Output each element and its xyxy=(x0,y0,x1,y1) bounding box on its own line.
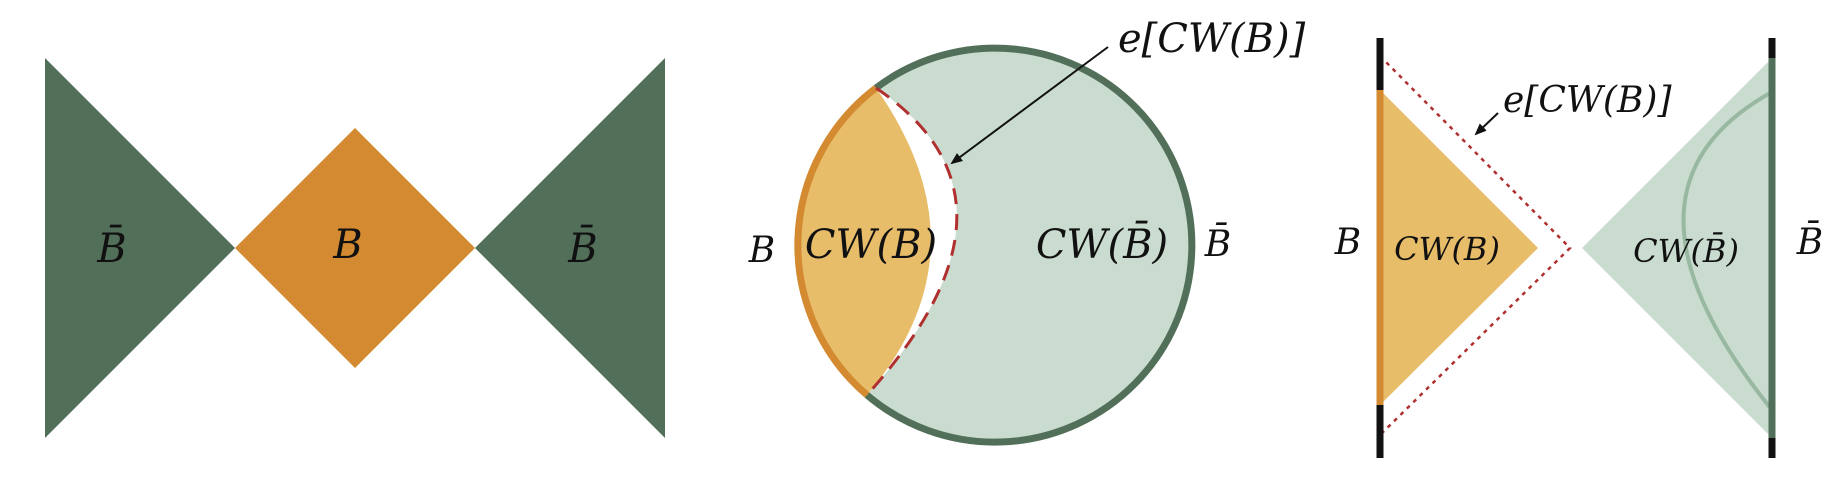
right-wedge-bbar xyxy=(475,58,665,438)
annotation-arrow xyxy=(1474,112,1499,136)
cw-bbar-label: CW(B̄) xyxy=(1633,232,1739,270)
center-region-label: B xyxy=(332,222,362,268)
boundary-bbar-label: B̄ xyxy=(1204,222,1231,265)
entanglement-wedge-boundary xyxy=(865,86,959,397)
left-wedge-bbar xyxy=(45,58,235,438)
left-region-label: B̄ xyxy=(96,225,126,272)
cw-b-triangle xyxy=(1380,90,1538,405)
annotation-label: e[CW(B)] xyxy=(1503,80,1672,121)
cw-bbar-label: CW(B̄) xyxy=(1036,221,1168,268)
boundary-b-label: B xyxy=(1334,222,1361,263)
boundary-bbar-label: B̄ xyxy=(1796,220,1823,263)
panel-left: B̄ B B̄ xyxy=(45,58,665,438)
cw-b-label: CW(B) xyxy=(805,222,937,268)
boundary-bbar-arc xyxy=(864,44,1196,446)
cw-b-region xyxy=(797,88,931,395)
bulk-curve xyxy=(1681,90,1774,412)
annotation-arrow xyxy=(950,46,1109,165)
entanglement-wedge-boundary xyxy=(1379,55,1572,436)
panel-right: B CW(B) CW(B̄) B̄ e[CW(B)] xyxy=(1334,38,1823,458)
panel-middle: B CW(B) CW(B̄) B̄ e[CW(B)] xyxy=(748,16,1306,446)
boundary-b-label: B xyxy=(748,230,775,271)
center-diamond-b xyxy=(235,128,475,368)
right-region-label: B̄ xyxy=(567,225,597,272)
cw-b-label: CW(B) xyxy=(1394,230,1500,268)
boundary-b-arc xyxy=(794,85,879,398)
annotation-label: e[CW(B)] xyxy=(1118,16,1306,62)
